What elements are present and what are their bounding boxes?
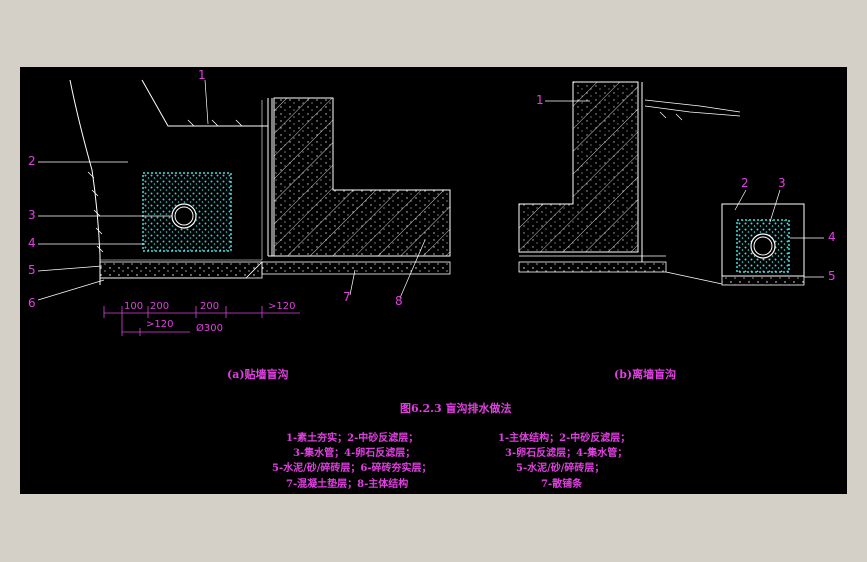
legend-a-line-3: 5-水泥/砂/碎砖层；6-碎砖夯实层； xyxy=(272,463,432,474)
caption-b: (b)离墙盲沟 xyxy=(614,368,677,381)
ground-surface xyxy=(141,79,268,127)
ground-b xyxy=(644,99,741,117)
legend-b-line-3: 5-水泥/砂/碎砖层； xyxy=(516,463,605,474)
cement-sand-layer xyxy=(99,261,263,279)
soil-ticks xyxy=(87,171,104,253)
collection-pipe xyxy=(171,203,197,229)
dim-gt120-left: >120 xyxy=(146,319,174,330)
drawing-canvas xyxy=(20,67,847,494)
pipe-b-inner xyxy=(753,236,773,256)
dim-200-b: 200 xyxy=(200,301,220,312)
legend-a-line-2: 3-集水管；4-卵石反滤层； xyxy=(293,448,416,459)
legend-b-line-4: 7-散铺条 xyxy=(541,479,583,490)
figure-title: 图6.2.3 盲沟排水做法 xyxy=(400,402,512,415)
label-a-1: 1 xyxy=(198,68,206,82)
dimension-lines xyxy=(103,306,300,336)
label-a-7: 7 xyxy=(343,290,351,304)
dim-200-a: 200 xyxy=(150,301,170,312)
soil-slope-line xyxy=(69,79,101,285)
legend-a-line-4: 7-混凝土垫层；8-主体结构 xyxy=(286,479,409,490)
slope-b xyxy=(665,271,723,285)
sand-filter-outline xyxy=(100,100,263,261)
legend-b-line-2: 3-卵石反滤层；4-集水管； xyxy=(505,448,628,459)
collection-pipe-inner xyxy=(174,206,194,226)
caption-a: (a)贴墙盲沟 xyxy=(227,368,289,381)
label-a-2: 2 xyxy=(28,154,36,168)
label-a-3: 3 xyxy=(28,208,36,222)
label-a-5: 5 xyxy=(28,263,36,277)
label-a-8: 8 xyxy=(395,294,403,308)
dim-pipe-diameter: Ø300 xyxy=(196,323,223,334)
legend-b-line-1: 1-主体结构；2-中砂反滤层； xyxy=(498,433,631,444)
concrete-pad xyxy=(261,261,451,275)
label-a-4: 4 xyxy=(28,236,36,250)
label-b-1: 1 xyxy=(536,93,544,107)
legend-a-line-1: 1-素土夯实；2-中砂反滤层； xyxy=(286,433,419,444)
label-a-6: 6 xyxy=(28,296,36,310)
base-layer-b xyxy=(518,261,667,273)
pipe-b xyxy=(750,233,776,259)
dim-gt120-right: >120 xyxy=(268,301,296,312)
structure-b-dots xyxy=(519,82,638,252)
trench-base-b xyxy=(721,275,805,286)
diagram-a xyxy=(37,79,451,336)
label-b-3: 3 xyxy=(778,176,786,190)
leaders-a xyxy=(37,79,426,301)
diagram-b xyxy=(518,81,824,286)
label-b-5: 5 xyxy=(828,269,836,283)
ground-ticks xyxy=(187,119,243,127)
brick-compact-layer xyxy=(100,261,263,279)
dim-100: 100 xyxy=(124,301,144,312)
leaders-b xyxy=(545,100,824,278)
ground-b-ticks xyxy=(659,111,683,121)
gravel-b-border xyxy=(736,219,790,273)
gravel-filter-border xyxy=(142,172,232,252)
label-b-2: 2 xyxy=(741,176,749,190)
label-b-4: 4 xyxy=(828,230,836,244)
main-structure-dots xyxy=(274,98,450,256)
